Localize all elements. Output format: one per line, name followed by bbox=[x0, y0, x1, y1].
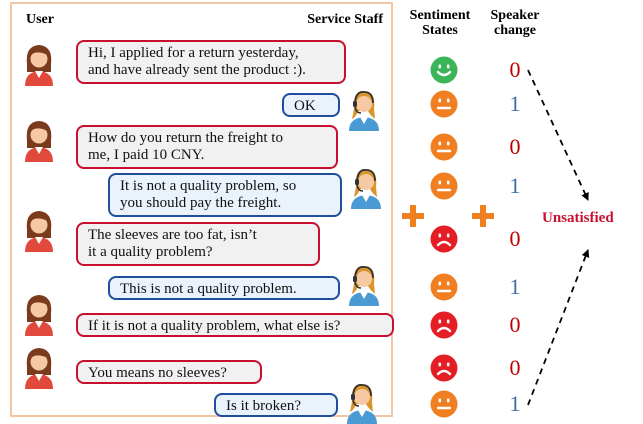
sentiment-header-line-1: Sentiment bbox=[409, 8, 471, 23]
speaker-change-value: 0 bbox=[509, 312, 521, 337]
speaker-change-value: 0 bbox=[509, 355, 521, 380]
message-line: me, I paid 10 CNY. bbox=[88, 147, 205, 163]
staff-message-bubble: OK bbox=[282, 93, 340, 117]
speaker-change-value: 1 bbox=[509, 274, 521, 299]
neutral-face-icon bbox=[430, 390, 458, 418]
message-line: it a quality problem? bbox=[88, 244, 213, 260]
staff-message-bubble: This is not a quality problem. bbox=[108, 276, 340, 300]
message-line: OK bbox=[294, 98, 316, 114]
speaker-change-value: 1 bbox=[509, 173, 521, 198]
plus-icon bbox=[472, 205, 494, 227]
happy-face-icon bbox=[430, 56, 458, 84]
staff-message-bubble: Is it broken? bbox=[214, 393, 338, 417]
neutral-face-icon bbox=[430, 273, 458, 301]
neutral-face-icon bbox=[430, 133, 458, 161]
speaker-header-line-2: change bbox=[494, 23, 536, 38]
staff-avatar-icon bbox=[349, 91, 379, 131]
sentiment-header-line-2: States bbox=[422, 23, 458, 38]
speaker-change-value: 0 bbox=[509, 57, 521, 82]
speaker-header-line-1: Speaker bbox=[490, 8, 540, 23]
sad-face-icon bbox=[430, 311, 458, 339]
staff-avatar-icon bbox=[351, 169, 381, 209]
message-line: If it is not a quality problem, what els… bbox=[88, 318, 341, 334]
neutral-face-icon bbox=[430, 90, 458, 118]
message-line: Hi, I applied for a return yesterday, bbox=[88, 45, 299, 61]
message-line: How do you return the freight to bbox=[88, 130, 283, 146]
arrow-top bbox=[527, 69, 589, 201]
user-avatar-icon bbox=[25, 45, 53, 86]
user-avatar-icon bbox=[25, 348, 53, 389]
user-message-bubble: You means no sleeves? bbox=[76, 360, 262, 384]
sad-face-icon bbox=[430, 225, 458, 253]
message-line: This is not a quality problem. bbox=[120, 281, 297, 297]
staff-column-header: Service Staff bbox=[307, 12, 383, 27]
user-avatar-icon bbox=[25, 211, 53, 252]
speaker-change-value: 0 bbox=[509, 134, 521, 159]
message-line: You means no sleeves? bbox=[88, 365, 227, 381]
chat-panel: User Service Staff bbox=[10, 2, 393, 417]
message-line: It is not a quality problem, so bbox=[120, 178, 297, 194]
speaker-change-value: 1 bbox=[509, 391, 521, 416]
result-label: Unsatisfied bbox=[542, 210, 614, 226]
arrow-bottom bbox=[527, 249, 590, 406]
user-avatar-icon bbox=[25, 121, 53, 162]
user-column-header: User bbox=[26, 12, 54, 27]
sentiment-states-header: Sentiment States bbox=[408, 8, 472, 38]
plus-icon bbox=[402, 205, 424, 227]
speaker-change-value: 0 bbox=[509, 226, 521, 251]
staff-avatar-icon bbox=[349, 266, 379, 306]
user-avatar-icon bbox=[25, 295, 53, 336]
message-line: Is it broken? bbox=[226, 398, 301, 414]
speaker-change-value: 1 bbox=[509, 91, 521, 116]
message-line: you should pay the freight. bbox=[120, 195, 282, 211]
message-line: and have already sent the product :). bbox=[88, 62, 306, 78]
message-line: The sleeves are too fat, isn’t bbox=[88, 227, 257, 243]
neutral-face-icon bbox=[430, 172, 458, 200]
speaker-change-header: Speaker change bbox=[484, 8, 546, 38]
staff-avatar-icon bbox=[347, 384, 377, 424]
sad-face-icon bbox=[430, 354, 458, 382]
user-message-bubble: Hi, I applied for a return yesterday,and… bbox=[76, 40, 346, 84]
user-message-bubble: If it is not a quality problem, what els… bbox=[76, 313, 394, 337]
